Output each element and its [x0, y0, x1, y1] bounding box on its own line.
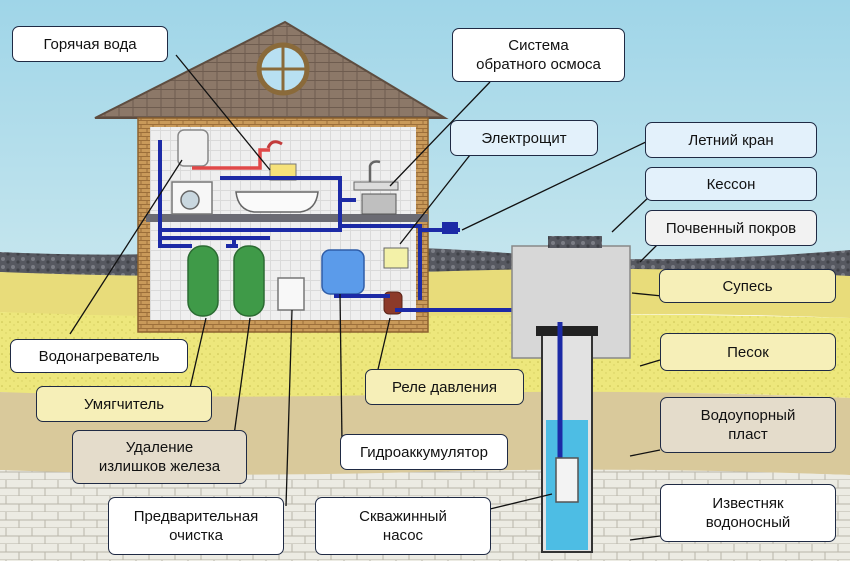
label-sand: Песок	[660, 333, 836, 371]
label-water-heater: Водонагреватель	[10, 339, 188, 373]
filter-green-2	[233, 245, 265, 317]
boiler	[177, 129, 209, 167]
caisson-lid	[548, 236, 602, 248]
bathtub	[235, 191, 319, 213]
label-caisson: Кессон	[645, 167, 817, 201]
pre-filter-housing	[277, 277, 305, 311]
label-reverse-osmosis: Система обратного осмоса	[452, 28, 625, 82]
label-summer-tap: Летний кран	[645, 122, 817, 158]
label-pressure-relay: Реле давления	[365, 369, 524, 405]
filter-green-1	[187, 245, 219, 317]
osmosis-unit	[361, 193, 397, 215]
label-iron-removal: Удаление излишков железа	[72, 430, 247, 484]
kitchen-sink	[353, 181, 399, 191]
well-cap	[536, 326, 598, 336]
label-softener: Умягчитель	[36, 386, 212, 422]
label-sandy-loam: Супесь	[659, 269, 836, 303]
label-topsoil: Почвенный покров	[645, 210, 817, 246]
label-borehole-pump: Скважинный насос	[315, 497, 491, 555]
label-limestone-aquifer: Известняк водоносный	[660, 484, 836, 542]
label-waterproof-layer: Водоупорный пласт	[660, 397, 836, 453]
borehole-pump	[555, 457, 579, 503]
sink-faucet-red	[266, 140, 283, 149]
window-frame	[259, 45, 307, 93]
sand-layer	[0, 312, 850, 400]
shelf	[146, 214, 428, 222]
kitchen-faucet	[368, 160, 381, 182]
label-pre-filter: Предварительная очистка	[108, 497, 284, 555]
cold-pipe-upper	[160, 176, 422, 300]
label-hot-water: Горячая вода	[12, 26, 168, 62]
hydro-accumulator	[321, 249, 365, 295]
cold-water-pipes	[158, 140, 540, 312]
electrical-panel	[383, 247, 409, 269]
hot-water-pipe	[192, 148, 270, 170]
label-electrical-panel: Электрощит	[450, 120, 598, 156]
summer-tap	[442, 222, 458, 234]
label-hydro-accumulator: Гидроаккумулятор	[340, 434, 508, 470]
washing-machine-door	[180, 190, 200, 210]
